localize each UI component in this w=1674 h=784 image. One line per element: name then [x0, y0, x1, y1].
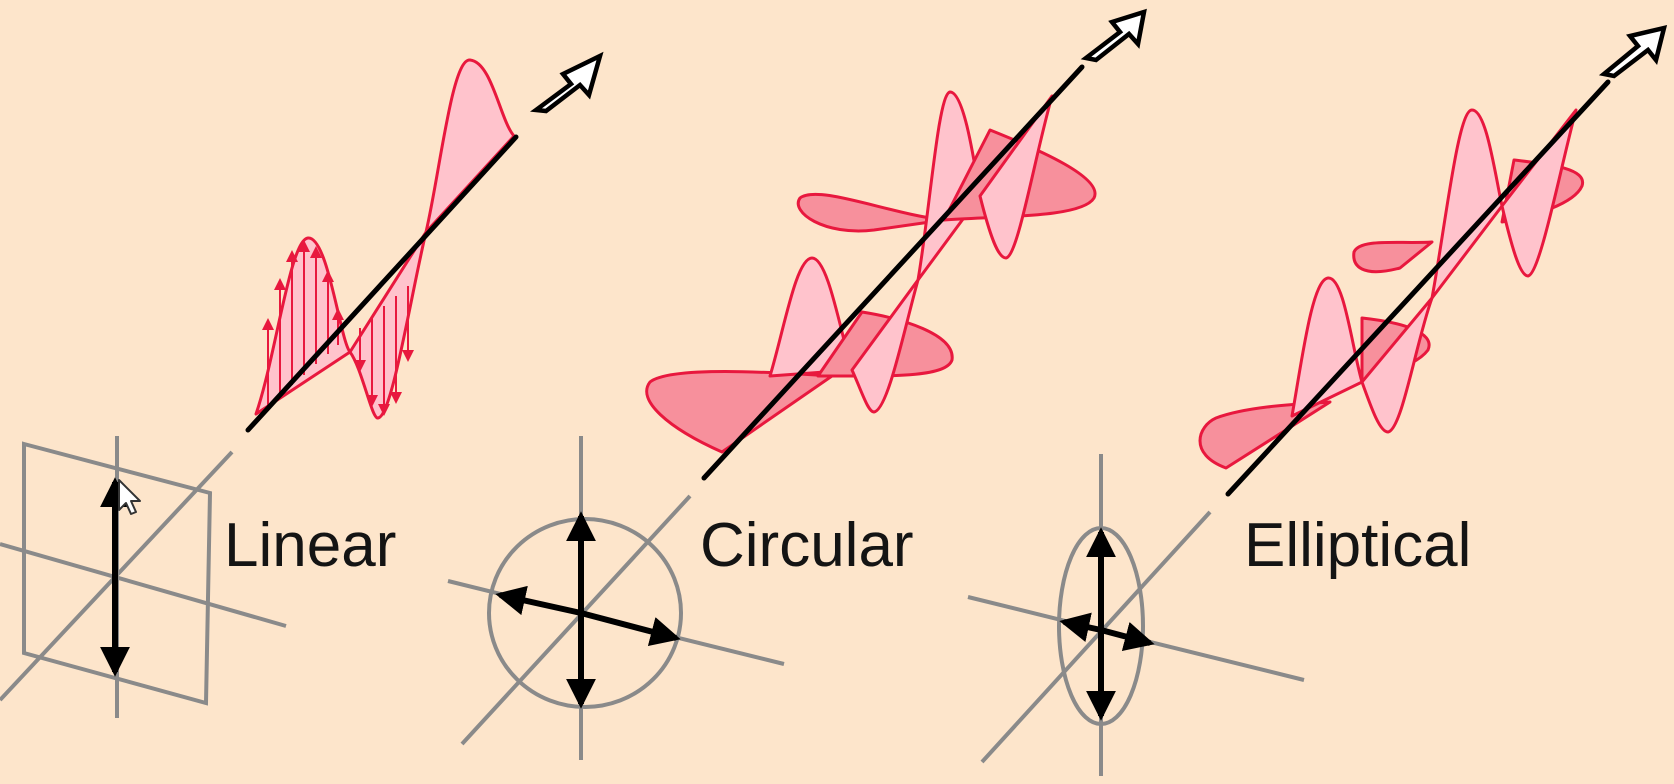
- circular-propagation-axis: [701, 64, 1085, 481]
- circular-wave: [645, 90, 1097, 454]
- propagation-arrow-icon: [529, 51, 604, 114]
- mouse-cursor-icon: [118, 479, 141, 515]
- circular-polarization-axes: [447, 436, 785, 760]
- linear-propagation-axis: [245, 134, 519, 433]
- circular-label: Circular: [700, 511, 914, 580]
- circular-field-vector-right: [580, 610, 681, 647]
- elliptical-propagation-axis: [1225, 79, 1611, 497]
- elliptical-label: Elliptical: [1244, 511, 1471, 580]
- propagation-arrow-icon: [1598, 24, 1668, 79]
- linear-panel: Linear: [0, 51, 604, 718]
- circular-field-vector-left: [495, 585, 582, 616]
- propagation-arrow-icon: [1080, 8, 1147, 63]
- elliptical-panel: Elliptical: [967, 24, 1668, 776]
- linear-label: Linear: [224, 511, 396, 580]
- elliptical-wave: [1198, 108, 1584, 470]
- elliptical-polarization-axes: [967, 454, 1305, 776]
- elliptical-field-vector-right: [1100, 622, 1155, 652]
- circular-panel: Circular: [447, 8, 1147, 760]
- elliptical-field-vector-left: [1059, 612, 1102, 642]
- linear-wave: [254, 58, 516, 420]
